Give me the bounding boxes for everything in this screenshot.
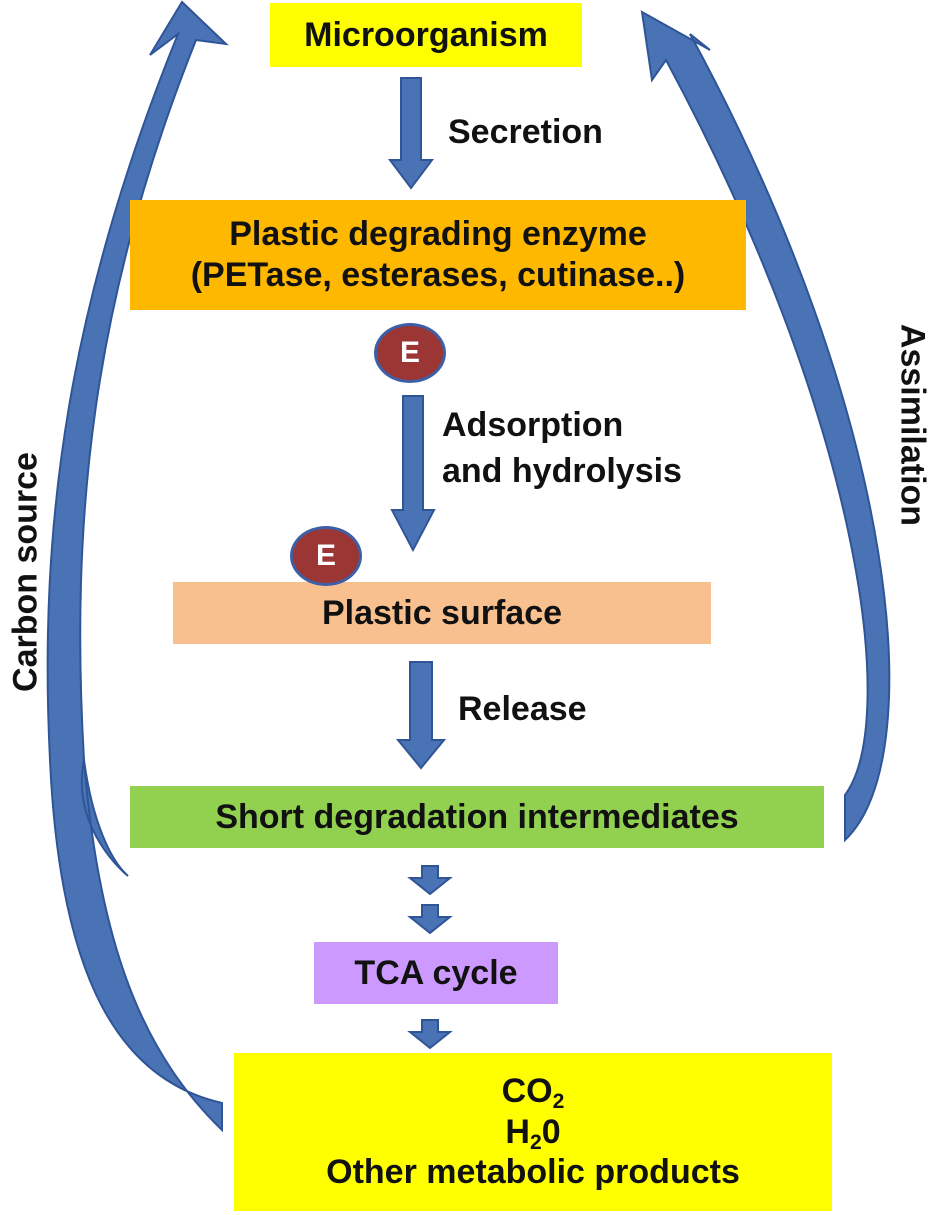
secretion-label: Secretion	[448, 113, 603, 151]
enzyme-marker-bound: E	[290, 526, 362, 586]
microorganism-label: Microorganism	[304, 15, 548, 54]
release-arrow	[395, 661, 447, 770]
products-box: CO2 H20 Other metabolic products	[234, 1053, 832, 1211]
release-label: Release	[458, 690, 587, 728]
enzyme-box: Plastic degrading enzyme (PETase, estera…	[130, 200, 746, 310]
small-arrow-2	[407, 904, 453, 935]
small-arrow-3	[407, 1019, 453, 1050]
assimilation-arrow	[640, 10, 891, 843]
carbon-source-label: Carbon source	[6, 452, 45, 692]
assimilation-label: Assimilation	[893, 323, 932, 527]
secretion-arrow	[388, 77, 434, 190]
small-arrow-1	[407, 865, 453, 896]
co2-label: CO2	[501, 1071, 565, 1113]
tca-cycle-label: TCA cycle	[354, 953, 518, 992]
tca-cycle-box: TCA cycle	[314, 942, 558, 1004]
enzyme-title: Plastic degrading enzyme	[229, 215, 647, 254]
other-products-label: Other metabolic products	[326, 1153, 740, 1192]
adsorption-arrow	[390, 395, 436, 553]
intermediates-box: Short degradation intermediates	[130, 786, 824, 848]
enzyme-marker-free: E	[374, 323, 446, 383]
h2o-label: H20	[505, 1112, 561, 1154]
carbon-source-arrow	[46, 0, 229, 1133]
plastic-surface-box: Plastic surface	[173, 582, 711, 644]
intermediates-label: Short degradation intermediates	[215, 797, 739, 836]
adsorption-label: Adsorption and hydrolysis	[442, 406, 682, 490]
plastic-surface-label: Plastic surface	[321, 593, 563, 632]
enzyme-examples: (PETase, esterases, cutinase..)	[190, 256, 686, 294]
microorganism-box: Microorganism	[270, 3, 582, 67]
